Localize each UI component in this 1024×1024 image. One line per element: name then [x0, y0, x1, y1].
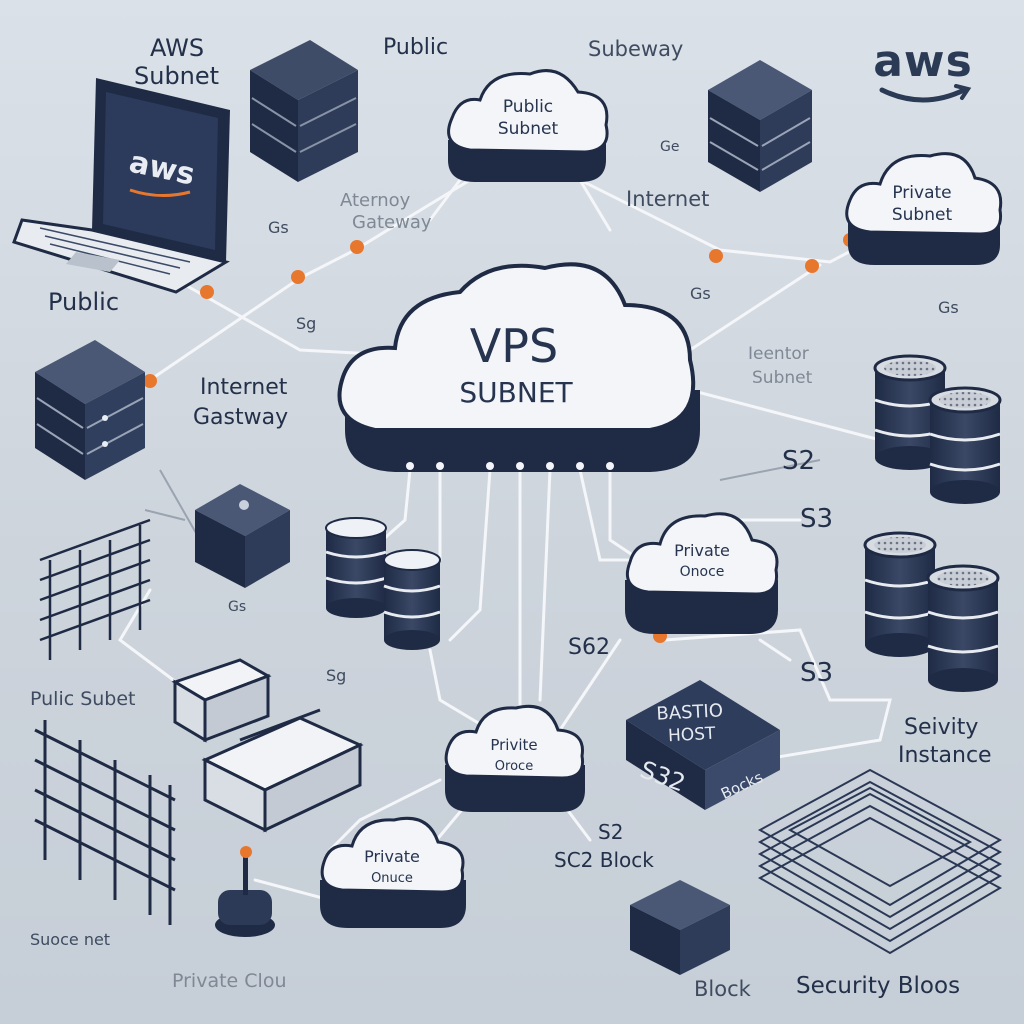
private-cloud-bottom-line1: Private — [364, 847, 420, 866]
public-subnet-cloud-line1: Public — [503, 97, 553, 117]
security-blocks-label: Security Bloos — [796, 973, 961, 999]
private-subnet-cloud-right: Private Subnet — [845, 152, 1003, 265]
public-subnet-cloud: Public Subnet — [447, 69, 609, 182]
security-block-stack — [757, 768, 1003, 955]
tiny-label-5: Gs — [228, 599, 247, 615]
connection-lines-dark — [144, 459, 821, 541]
aws-subnet-label-line1: AWS — [150, 34, 205, 62]
subnet-faint-line1: Ieentor — [748, 344, 809, 364]
fence-upper — [39, 518, 151, 660]
db-cylinder-center-2 — [383, 549, 441, 650]
storage-drum-right-4 — [926, 564, 1000, 692]
s62-label: S62 — [568, 635, 610, 660]
joystick-icon — [215, 846, 275, 937]
db-cylinder-center-1 — [325, 517, 387, 618]
private-cloud-center: Private Onoce — [625, 512, 779, 634]
bastion-host-box: BASTIO HOST S32 Bocks — [626, 680, 780, 810]
private-cloud-faint-label: Private Clou — [172, 970, 287, 992]
private-cloud-lower-line1: Privite — [490, 736, 537, 754]
block-label: Block — [694, 977, 751, 1001]
public-subnet-label-left: Pulic Subet — [30, 688, 136, 710]
fence-lower — [34, 720, 176, 925]
network-box-2 — [201, 708, 364, 833]
switch-box-left — [195, 484, 290, 588]
aws-smile-icon — [879, 84, 972, 103]
private-subnet-right-line1: Private — [892, 183, 951, 203]
network-box-1 — [171, 658, 272, 743]
vps-cloud-subtitle: SUBNET — [459, 376, 573, 409]
subway-label: Subeway — [588, 37, 684, 61]
tiny-label-1: Gs — [268, 218, 289, 237]
tiny-label-7: Ge — [660, 139, 680, 155]
public-label-left: Public — [48, 288, 120, 316]
server-rack-top — [250, 40, 358, 182]
public-subnet-cloud-line2: Subnet — [498, 119, 559, 139]
subnet-label-bottom-left: Suoce net — [30, 930, 111, 949]
internet-gateway-label-line2: Gastway — [193, 405, 289, 430]
s3-label-mid: S3 — [800, 504, 834, 534]
laptop-icon: aws — [12, 78, 230, 294]
small-box-bottom — [630, 880, 730, 975]
storage-drum-right-3 — [863, 531, 937, 657]
s2-block-label-line2: SC2 Block — [554, 848, 654, 872]
tiny-label-2: Sg — [296, 314, 317, 333]
security-instance-label-line1: Seivity — [904, 715, 979, 740]
private-cloud-lower-line2: Oroce — [495, 759, 533, 774]
aws-logo-text: aws — [873, 36, 973, 87]
aws-logo: aws — [868, 40, 978, 110]
private-cloud-center-line2: Onoce — [680, 564, 725, 580]
vps-cloud-title: VPS — [470, 319, 558, 373]
public-label-top: Public — [383, 35, 449, 60]
private-cloud-lower: Privite Oroce — [444, 704, 585, 812]
internet-label-right: Internet — [626, 187, 710, 211]
gateway-faint-line1: Aternoy — [340, 190, 411, 211]
aws-subnet-label-line2: Subnet — [134, 62, 220, 90]
s3-label-lower: S3 — [800, 658, 834, 688]
private-cloud-bottom-line2: Onuce — [371, 871, 413, 886]
vps-subnet-cloud: VPS SUBNET — [337, 262, 700, 472]
bastion-label-1: BASTIO — [656, 700, 724, 724]
s2-block-label-line1: S2 — [598, 820, 624, 844]
s2-label: S2 — [782, 446, 816, 476]
tiny-label-3: Gs — [690, 284, 711, 303]
private-cloud-center-line1: Private — [674, 541, 730, 560]
internet-gateway-label-line1: Internet — [200, 375, 288, 400]
private-cloud-bottom: Private Onuce — [320, 816, 466, 928]
private-subnet-right-line2: Subnet — [892, 205, 953, 225]
storage-drum-right-2 — [928, 386, 1002, 504]
subnet-faint-line2: Subnet — [752, 368, 813, 388]
tiny-label-4: Gs — [938, 298, 959, 317]
tiny-label-6: Sg — [326, 666, 347, 685]
server-rack-right-top — [708, 60, 812, 192]
gateway-faint-line2: Gateway — [352, 212, 432, 233]
server-rack-left — [35, 340, 145, 480]
security-instance-label-line2: Instance — [898, 743, 992, 768]
bastion-label-2: HOST — [668, 724, 717, 746]
